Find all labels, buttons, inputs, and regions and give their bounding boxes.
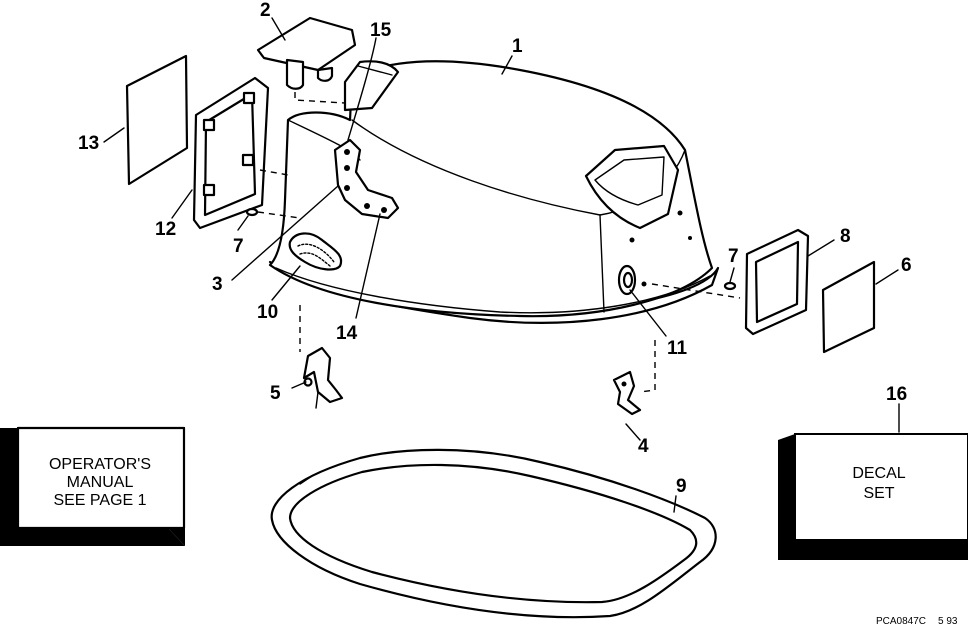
callout-1: 1 (512, 36, 523, 57)
figure-code: PCA0847C (876, 616, 926, 627)
part-2-cap (256, 16, 357, 104)
callout-13: 13 (78, 133, 99, 154)
callout-7-left: 7 (233, 236, 244, 257)
part-1-engine-cover (268, 60, 720, 324)
part-5-latch (299, 305, 344, 409)
manual-line-1: OPERATOR'S (49, 456, 151, 473)
part-7-rivet-right (651, 281, 741, 299)
decal-line-1: DECAL (852, 465, 905, 482)
callout-9: 9 (676, 476, 687, 497)
part-9-seal (270, 448, 717, 619)
callout-6: 6 (901, 255, 912, 276)
figure-date: 5 93 (938, 616, 958, 627)
part-4-bracket (612, 340, 656, 416)
callout-7-right: 7 (728, 246, 739, 267)
callout-10: 10 (257, 302, 278, 323)
callout-8: 8 (840, 226, 851, 247)
operators-manual-box: OPERATOR'S MANUAL SEE PAGE 1 (0, 426, 186, 546)
manual-line-3: SEE PAGE 1 (53, 492, 146, 509)
part-11-grommet (617, 264, 647, 296)
footer: PCA0847C 5 93 (876, 616, 958, 627)
decal-line-2: SET (863, 485, 894, 502)
manual-line-2: MANUAL (67, 474, 134, 491)
part-8-frame (744, 228, 810, 336)
leader-lines (103, 17, 900, 513)
part-15-latch-bracket (333, 138, 400, 220)
callouts: 1 2 3 4 5 6 7 7 8 9 10 11 12 13 14 15 16 (78, 0, 912, 497)
callout-2: 2 (260, 0, 271, 21)
part-12-frame (192, 76, 289, 230)
callout-11: 11 (667, 338, 688, 359)
part-13-decal (125, 54, 189, 186)
callout-14: 14 (336, 323, 358, 344)
part-6-decal (821, 260, 876, 354)
callout-5: 5 (270, 383, 281, 404)
callout-3: 3 (212, 274, 223, 295)
callout-4: 4 (638, 436, 649, 457)
callout-15: 15 (370, 20, 392, 41)
part-7-rivet-left (245, 207, 301, 219)
decal-set-box: DECAL SET (778, 433, 968, 560)
callout-16: 16 (886, 384, 907, 405)
part-10-grip (288, 232, 343, 271)
callout-12: 12 (155, 219, 176, 240)
